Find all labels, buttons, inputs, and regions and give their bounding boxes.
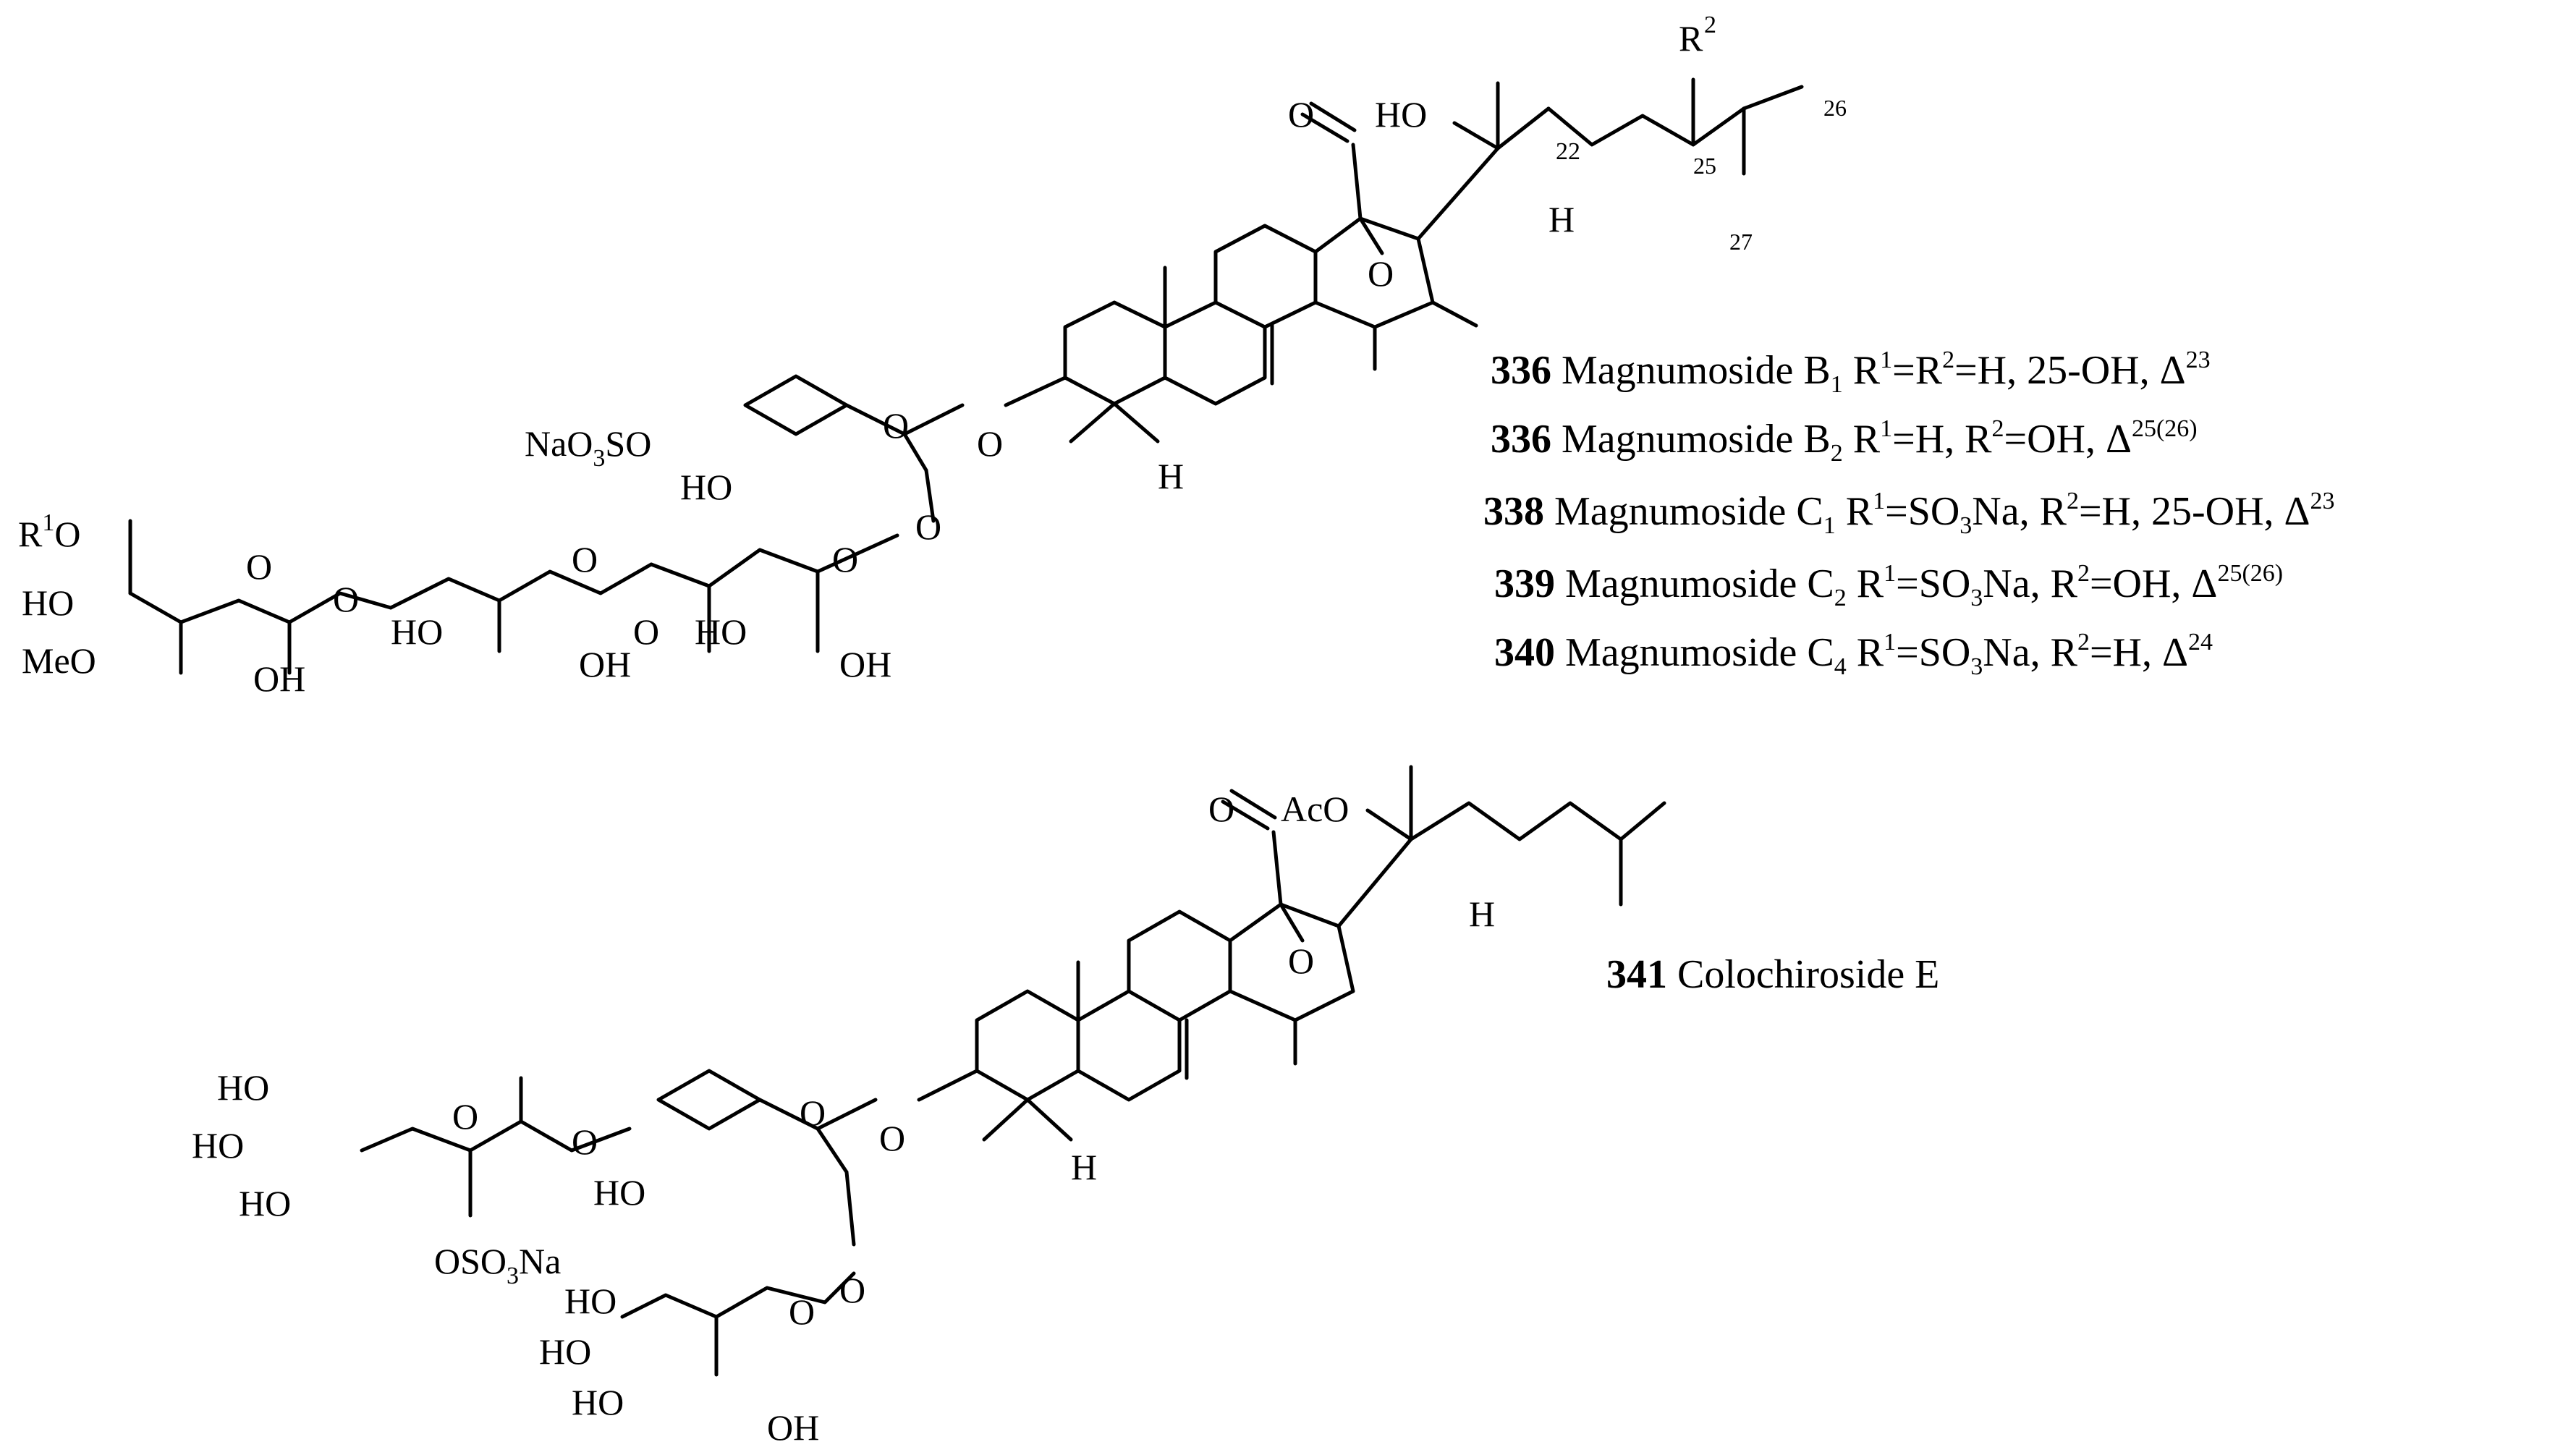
label-26: 26 xyxy=(1823,95,1847,121)
compound-339-c2: 339 Magnumoside C2 R1=SO3Na, R2=OH, Δ25(… xyxy=(1494,560,2283,611)
bottom-atom-labels: O AcO H O H O O HO O O HO HO HO OSO3Na O… xyxy=(192,789,1495,1448)
label-h-bottom: H xyxy=(1469,894,1495,934)
label-o-ring-glc-b2: O xyxy=(789,1291,815,1332)
label-naso3: NaO3SO xyxy=(525,423,651,472)
label-ho-glc-b1: HO xyxy=(217,1067,269,1108)
label-o-lactone-bottom: O xyxy=(1288,941,1314,981)
label-o-ring-glc-b: O xyxy=(452,1096,478,1137)
label-r2-sup: 2 xyxy=(1704,12,1716,38)
label-o-xyl-ring-b: O xyxy=(800,1093,826,1133)
label-o-ring-qui: O xyxy=(832,539,858,580)
bottom-structure-skeleton xyxy=(917,765,1666,1142)
top-structure-skeleton xyxy=(1004,77,1804,444)
compound-340-c4: 340 Magnumoside C4 R1=SO3Na, R2=H, Δ24 xyxy=(1494,629,2213,680)
label-o3-bottom: O xyxy=(879,1118,905,1158)
label-ho-mglc: HO xyxy=(22,582,74,623)
label-ho-glc-c1: HO xyxy=(564,1281,617,1321)
label-r2: R xyxy=(1679,18,1703,59)
label-aco: AcO xyxy=(1281,789,1349,829)
label-ho-glc-c3: HO xyxy=(572,1382,624,1422)
label-ho-qui: HO xyxy=(695,611,747,652)
label-o3-top: O xyxy=(977,423,1003,464)
label-ho-glc-b2: HO xyxy=(192,1125,244,1166)
label-oh-glc: OH xyxy=(579,644,631,684)
compound-338-c1: 338 Magnumoside C1 R1=SO3Na, R2=H, 25-OH… xyxy=(1483,488,2335,539)
label-ho-top: HO xyxy=(1375,94,1427,135)
top-sugar-chain xyxy=(128,374,965,675)
label-h-top: H xyxy=(1548,199,1575,239)
label-h5-top: H xyxy=(1158,456,1184,496)
label-oxo-bottom: O xyxy=(1208,789,1234,829)
label-ho-glc: HO xyxy=(391,611,443,652)
label-25: 25 xyxy=(1693,153,1716,179)
label-o-ring-glc: O xyxy=(572,539,598,580)
label-ho-glc-c2: HO xyxy=(539,1331,591,1372)
compound-341-label: 341 Colochiroside E xyxy=(1606,952,1939,997)
label-o-link2: O xyxy=(633,611,659,652)
top-atom-labels: O HO 22 R 2 26 25 27 H O H O NaO3SO O HO… xyxy=(18,12,1847,699)
label-oh-glc-c: OH xyxy=(767,1407,819,1448)
label-o-link1: O xyxy=(915,506,941,547)
compound-336-b2: 336 Magnumoside B2 R1=H, R2=OH, Δ25(26) xyxy=(1491,415,2198,467)
label-oxo-top: O xyxy=(1288,94,1314,135)
label-oh-qui: OH xyxy=(839,644,891,684)
label-o-xyl-ring: O xyxy=(883,405,909,446)
label-oh-mglc: OH xyxy=(253,658,305,699)
label-meo: MeO xyxy=(22,640,96,681)
label-o-link3: O xyxy=(333,579,359,619)
compound-list-top: 336 Magnumoside B1 R1=R2=H, 25-OH, Δ23 3… xyxy=(1483,347,2335,680)
label-22: 22 xyxy=(1556,138,1580,165)
label-oso3na: OSO3Na xyxy=(434,1241,561,1289)
label-o-link-b2: O xyxy=(839,1270,865,1310)
label-27: 27 xyxy=(1729,229,1753,255)
bottom-sugar-chain xyxy=(360,1069,878,1377)
label-o-link-b: O xyxy=(572,1121,598,1162)
label-o-ring-mglc: O xyxy=(246,546,272,587)
label-ho-xyl-b: HO xyxy=(593,1172,645,1213)
label-h5-bottom: H xyxy=(1071,1147,1097,1187)
label-ho-xyl: HO xyxy=(680,467,732,507)
label-ho-glc-b3: HO xyxy=(239,1183,291,1223)
label-o-lactone-top: O xyxy=(1368,253,1394,294)
compound-336-b1: 336 Magnumoside B1 R1=R2=H, 25-OH, Δ23 xyxy=(1491,347,2211,398)
label-r1o: R1O xyxy=(18,509,80,554)
